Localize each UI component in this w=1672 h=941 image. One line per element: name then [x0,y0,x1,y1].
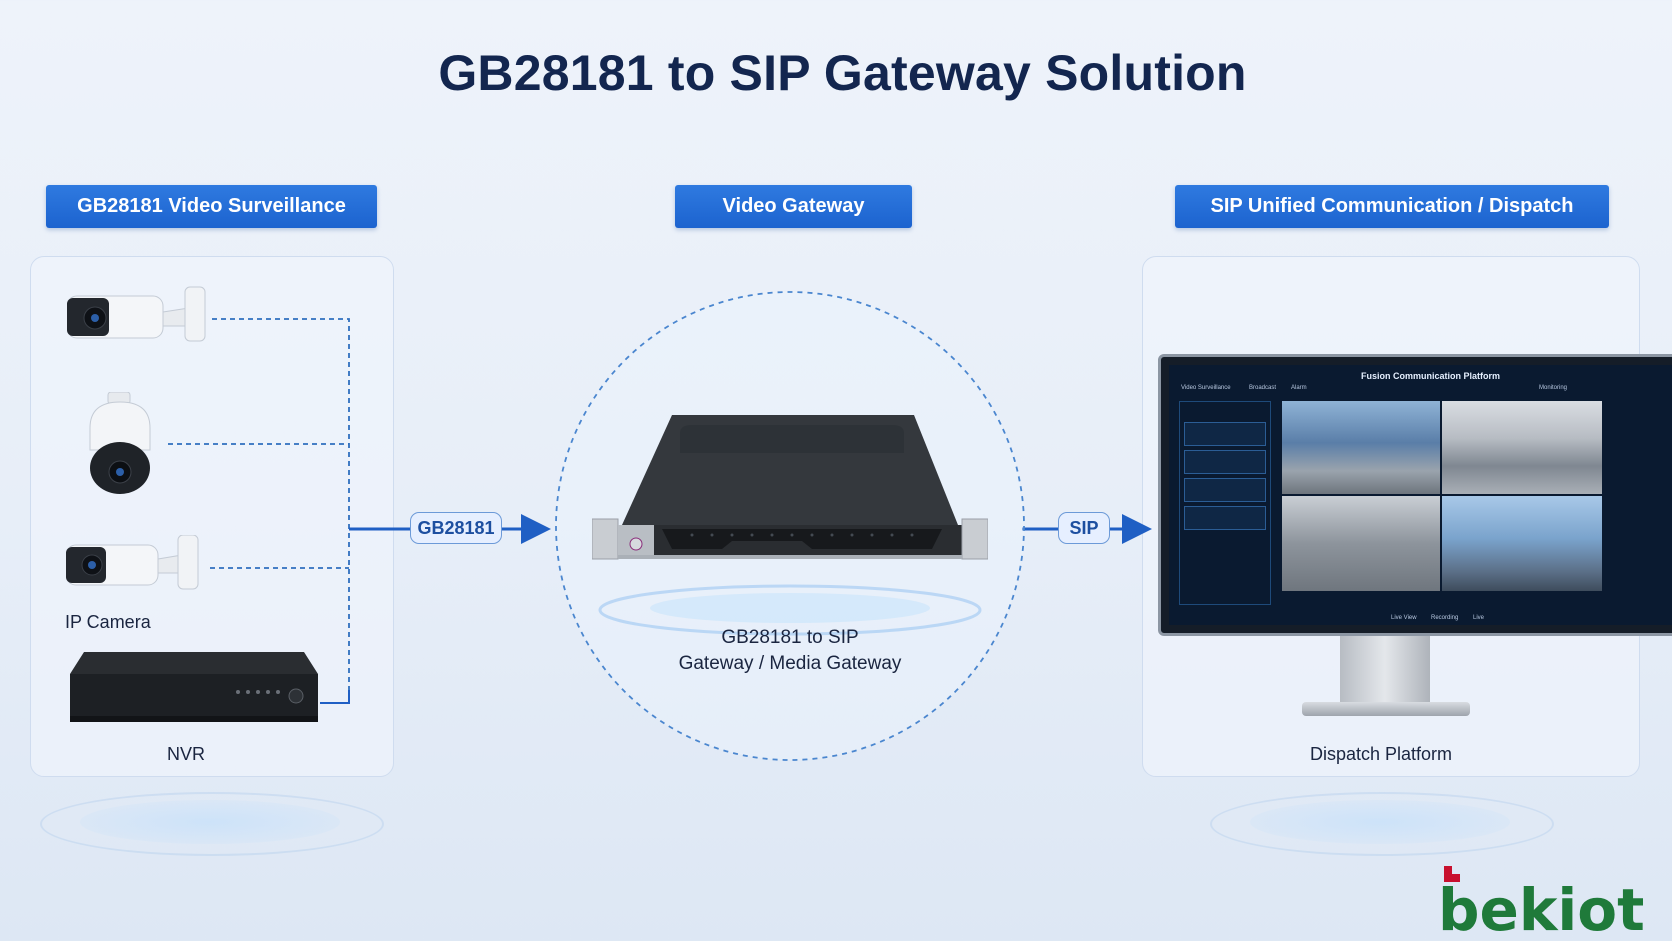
live-control[interactable]: Live [1473,615,1485,621]
video-tile[interactable] [1442,401,1602,494]
ip-camera-icon [66,535,199,590]
gateway-device-icon [592,415,988,560]
recording-control[interactable]: Recording [1431,615,1459,621]
section-label-dispatch: SIP Unified Communication / Dispatch [1175,185,1609,228]
nvr-link [320,690,350,704]
screen-sidebar [1179,401,1271,605]
screen-tab-broadcast[interactable]: Broadcast [1249,385,1277,391]
video-tile[interactable] [1442,496,1602,591]
live-view-control[interactable]: Live View [1391,615,1417,621]
monitor-screen: Fusion Communication Platform Video Surv… [1169,365,1672,625]
sip-protocol-label: SIP [1058,512,1110,544]
dispatch-caption: Dispatch Platform [1310,744,1453,764]
video-tile[interactable] [1282,401,1440,494]
ip-camera-caption: IP Camera [65,612,151,632]
nvr-icon [70,652,318,722]
gateway-caption-line2: Gateway / Media Gateway [678,653,902,674]
section-label-surveillance: GB28181 Video Surveillance [46,185,377,228]
bekiot-logo: bekiot [1438,866,1645,941]
camera-dashed-links [168,318,350,700]
gb28181-protocol-label: GB28181 [410,512,502,544]
screen-tab-video[interactable]: Video Surveillance [1181,385,1231,391]
gateway-caption-line1: GB28181 to SIP [721,627,859,648]
monitor-base [1302,702,1470,716]
section-label-gateway: Video Gateway [675,185,912,228]
screen-title: Fusion Communication Platform [1360,371,1500,381]
monitor-stand [1340,636,1430,706]
ptz-dome-camera-icon [89,392,151,494]
video-tile[interactable] [1282,496,1440,591]
device-list-item[interactable] [1184,422,1266,446]
bullet-camera-icon [67,286,206,342]
device-list-item[interactable] [1184,506,1266,530]
dispatch-monitor: Fusion Communication Platform Video Surv… [1158,354,1672,636]
video-grid [1282,401,1602,591]
device-list-item[interactable] [1184,478,1266,502]
screen-tab-alarm[interactable]: Alarm [1291,385,1307,391]
diagram-title: GB28181 to SIP Gateway Solution [438,45,1247,101]
device-list-item[interactable] [1184,450,1266,474]
svg-text:bekiot: bekiot [1438,876,1643,936]
screen-tab-monitoring[interactable]: Monitoring [1539,385,1568,391]
nvr-caption: NVR [167,744,206,764]
